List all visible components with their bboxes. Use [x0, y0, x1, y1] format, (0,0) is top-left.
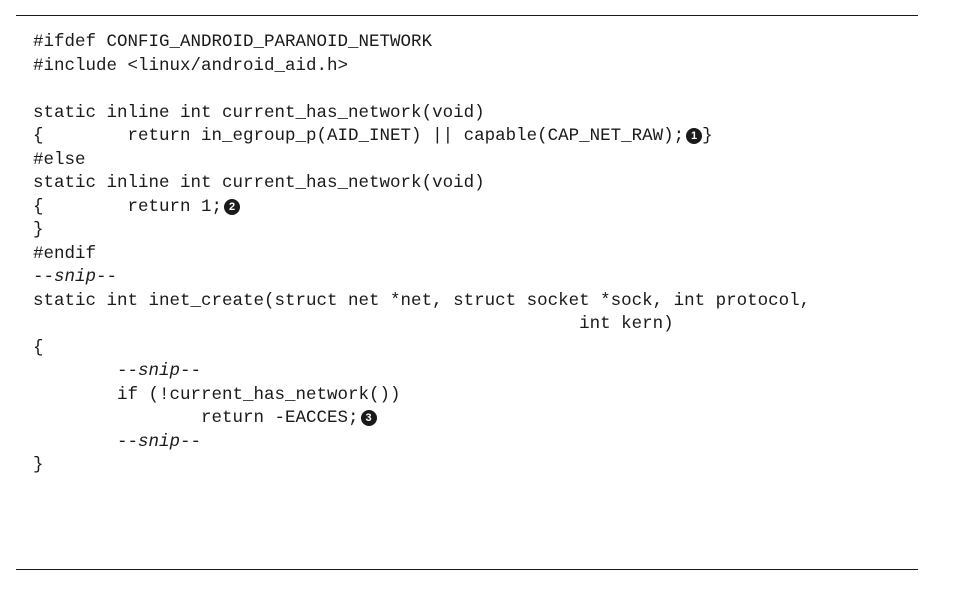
code-line: #ifdef CONFIG_ANDROID_PARANOID_NETWORK — [33, 31, 810, 55]
code-text: { return 1; — [33, 196, 223, 217]
code-text: if (!current_has_network()) — [33, 384, 401, 405]
code-text: -- — [33, 431, 139, 452]
code-line: int kern) — [33, 313, 810, 337]
callout-marker: 3 — [360, 410, 377, 426]
code-text: #include <linux/android_aid.h> — [33, 55, 349, 76]
callout-marker: 2 — [224, 198, 241, 215]
code-line: { return 1;2 — [33, 196, 810, 220]
code-line: } — [33, 219, 810, 243]
code-text-tail: } — [702, 126, 713, 146]
code-line: { — [33, 337, 810, 361]
code-line: static inline int current_has_network(vo… — [33, 172, 810, 196]
code-text: return -EACCES; — [33, 408, 359, 428]
code-text-tail: -- — [96, 267, 118, 287]
bottom-rule — [16, 569, 918, 570]
code-text: #endif — [33, 243, 97, 264]
code-line: --snip-- — [33, 431, 810, 455]
code-line: #endif — [33, 243, 810, 267]
code-text: } — [33, 220, 44, 240]
code-line: } — [33, 454, 810, 478]
code-text: static inline int current_has_network(vo… — [33, 102, 485, 123]
code-line: static inline int current_has_network(vo… — [33, 102, 810, 126]
code-line: { return in_egroup_p(AID_INET) || capabl… — [33, 125, 810, 149]
code-line: --snip-- — [33, 360, 810, 384]
snip-text: snip — [54, 267, 97, 287]
code-line — [33, 78, 810, 102]
code-text: static inline int current_has_network(vo… — [33, 173, 485, 193]
snip-text: snip — [138, 361, 181, 381]
top-rule — [16, 15, 918, 16]
code-text: -- — [33, 267, 55, 287]
callout-marker: 1 — [686, 128, 703, 144]
code-line: if (!current_has_network()) — [33, 384, 810, 408]
code-listing: #ifdef CONFIG_ANDROID_PARANOID_NETWORK #i… — [33, 31, 810, 478]
code-text: static int inet_create(struct net *net, … — [33, 290, 811, 311]
code-text: int kern) — [33, 314, 674, 334]
code-text-tail: -- — [180, 431, 202, 452]
code-line: return -EACCES;3 — [33, 407, 810, 431]
code-line: #include <linux/android_aid.h> — [33, 55, 810, 79]
code-text: { — [33, 337, 44, 358]
code-line: #else — [33, 149, 810, 173]
code-text-tail: -- — [180, 361, 202, 381]
code-text: { return in_egroup_p(AID_INET) || capabl… — [33, 126, 685, 146]
code-text: #ifdef CONFIG_ANDROID_PARANOID_NETWORK — [33, 32, 433, 52]
code-text: #else — [33, 149, 86, 170]
snip-text: snip — [138, 431, 181, 452]
code-text: } — [33, 455, 44, 475]
code-text: -- — [33, 361, 139, 381]
code-line: static int inet_create(struct net *net, … — [33, 290, 810, 314]
code-line: --snip-- — [33, 266, 810, 290]
